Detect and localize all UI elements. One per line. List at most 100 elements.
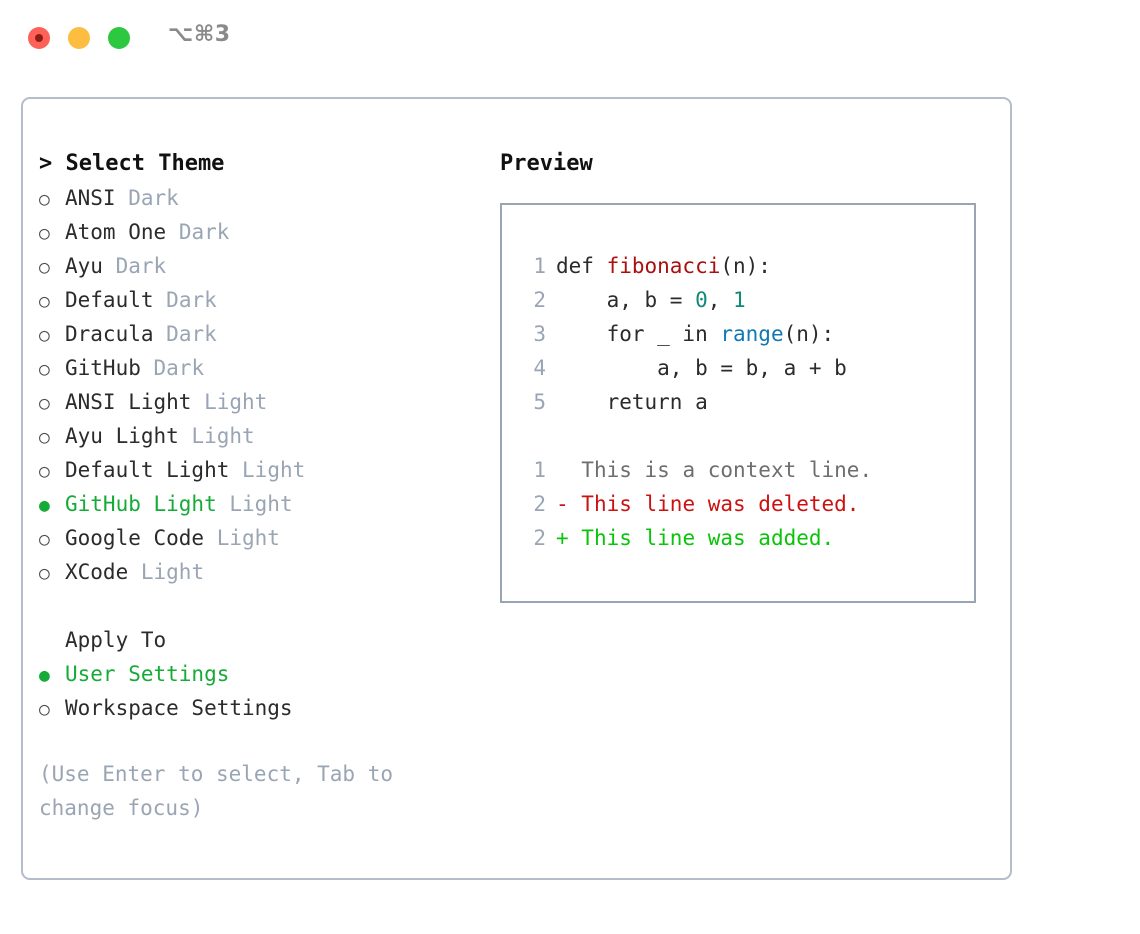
theme-option-category: Light xyxy=(140,560,205,584)
theme-option-google-code[interactable]: ○ Google Code Light xyxy=(39,521,479,555)
theme-selector-column: > Select Theme ○ANSI Dark○Atom One Dark○… xyxy=(39,147,479,825)
diff-text: This is a context line. xyxy=(581,458,873,482)
spacer xyxy=(204,521,217,555)
theme-option-dracula[interactable]: ○ Dracula Dark xyxy=(39,317,479,351)
theme-option-label: GitHub Light xyxy=(65,492,217,516)
code-line-number: 4 xyxy=(533,356,546,380)
radio-selected-icon: ● xyxy=(39,665,50,686)
code-line-number: 1 xyxy=(533,254,546,278)
spacer xyxy=(154,317,167,351)
code-token-num: 0 xyxy=(695,288,708,312)
code-diff-spacer xyxy=(520,419,974,453)
radio-unselected-icon: ○ xyxy=(39,223,50,244)
code-token-plain: (n): xyxy=(720,254,771,278)
theme-option-category: Dark xyxy=(166,322,217,346)
theme-option-category: Light xyxy=(216,526,280,550)
diff-line-context: 1 This is a context line. xyxy=(520,453,974,487)
maximize-window-button[interactable] xyxy=(108,27,130,49)
spacer xyxy=(116,181,129,215)
apply-to-option-user-settings[interactable]: ● User Settings xyxy=(39,657,479,691)
theme-option-atom-one[interactable]: ○Atom One Dark xyxy=(39,215,479,249)
radio-unselected-icon: ○ xyxy=(39,189,50,210)
apply-to-option-label: Workspace Settings xyxy=(65,696,293,720)
code-token-plain: return a xyxy=(556,390,708,414)
spacer xyxy=(141,351,154,385)
theme-option-category: Dark xyxy=(128,186,179,210)
theme-option-label: Atom One xyxy=(65,220,167,244)
theme-option-ansi[interactable]: ○ ANSI Dark xyxy=(39,181,479,215)
radio-unselected-icon: ○ xyxy=(39,325,50,346)
radio-unselected-icon: ○ xyxy=(39,461,50,482)
theme-option-xcode[interactable]: ○XCode Light xyxy=(39,555,479,589)
spacer xyxy=(229,453,242,487)
theme-option-category: Light xyxy=(204,390,268,414)
diff-marker: + xyxy=(556,526,582,550)
theme-option-category: Light xyxy=(242,458,306,482)
theme-option-ayu-light[interactable]: ○ Ayu Light Light xyxy=(39,419,479,453)
theme-option-category: Light xyxy=(229,492,293,516)
radio-unselected-icon: ○ xyxy=(39,257,50,278)
code-token-num: 1 xyxy=(733,288,746,312)
content-panel: > Select Theme ○ANSI Dark○Atom One Dark○… xyxy=(21,97,1012,880)
theme-list[interactable]: ○ANSI Dark○Atom One Dark○Ayu Dark○Defaul… xyxy=(39,181,479,589)
apply-to-list[interactable]: ● User Settings ○ Workspace Settings xyxy=(39,657,479,725)
radio-unselected-icon: ○ xyxy=(39,427,50,448)
radio-unselected-icon: ○ xyxy=(39,393,50,414)
diff-text: This line was deleted. xyxy=(581,492,860,516)
spacer xyxy=(191,385,204,419)
close-window-button[interactable] xyxy=(28,27,50,49)
code-line: 3 for _ in range(n): xyxy=(520,317,974,351)
code-token-plain: , xyxy=(707,288,734,312)
minimize-window-button[interactable] xyxy=(68,27,90,49)
diff-marker: - xyxy=(556,492,582,516)
theme-option-default[interactable]: ○Default Dark xyxy=(39,283,479,317)
diff-text: This line was added. xyxy=(581,526,835,550)
theme-option-github[interactable]: ○GitHub Dark xyxy=(39,351,479,385)
radio-unselected-icon: ○ xyxy=(39,699,50,720)
theme-option-label: Ayu Light xyxy=(65,424,179,448)
theme-option-label: Default Light xyxy=(65,458,230,482)
spacer xyxy=(154,283,167,317)
theme-option-category: Light xyxy=(191,424,255,448)
theme-option-ayu[interactable]: ○ Ayu Dark xyxy=(39,249,479,283)
title-bar: ⌥⌘3 xyxy=(0,0,1140,76)
theme-option-ansi-light[interactable]: ○ANSI Light Light xyxy=(39,385,479,419)
code-line-number: 2 xyxy=(533,288,546,312)
diff-line-deleted: 2- This line was deleted. xyxy=(520,487,974,521)
diff-line-number: 1 xyxy=(533,458,546,482)
radio-selected-icon: ● xyxy=(39,495,50,516)
theme-option-github-light[interactable]: ● GitHub Light Light xyxy=(39,487,479,521)
theme-option-label: Ayu xyxy=(65,254,103,278)
apply-to-option-label: User Settings xyxy=(65,662,230,686)
diff-line-number: 2 xyxy=(533,526,546,550)
code-token-plain: (n): xyxy=(783,322,835,346)
theme-option-category: Dark xyxy=(166,288,217,312)
theme-option-label: Google Code xyxy=(65,526,205,550)
radio-unselected-icon: ○ xyxy=(39,529,50,550)
section-spacer xyxy=(39,589,479,623)
code-line: 5 return a xyxy=(520,385,974,419)
code-line-number: 3 xyxy=(533,322,546,346)
theme-option-label: Dracula xyxy=(65,322,154,346)
theme-option-category: Dark xyxy=(153,356,205,380)
keyboard-shortcut-label: ⌥⌘3 xyxy=(168,22,231,47)
diff-line-added: 2 + This line was added. xyxy=(520,521,974,555)
spacer xyxy=(179,419,192,453)
theme-option-category: Dark xyxy=(115,254,167,278)
code-line: 2 a, b = 0, 1 xyxy=(520,283,974,317)
radio-unselected-icon: ○ xyxy=(39,291,50,312)
select-theme-header: > Select Theme xyxy=(39,151,225,176)
theme-option-default-light[interactable]: ○ Default Light Light xyxy=(39,453,479,487)
diff-sample: 1 This is a context line.2- This line wa… xyxy=(520,453,974,555)
radio-unselected-icon: ○ xyxy=(39,359,50,380)
apply-to-header: Apply To xyxy=(65,628,167,652)
apply-to-option-workspace-settings[interactable]: ○ Workspace Settings xyxy=(39,691,479,725)
diff-line-number: 2 xyxy=(533,492,546,516)
code-token-fn: fibonacci xyxy=(606,254,721,278)
theme-option-label: ANSI xyxy=(65,186,116,210)
code-token-plain: def xyxy=(556,254,607,278)
code-line: 4 a, b = b, a + b xyxy=(520,351,974,385)
